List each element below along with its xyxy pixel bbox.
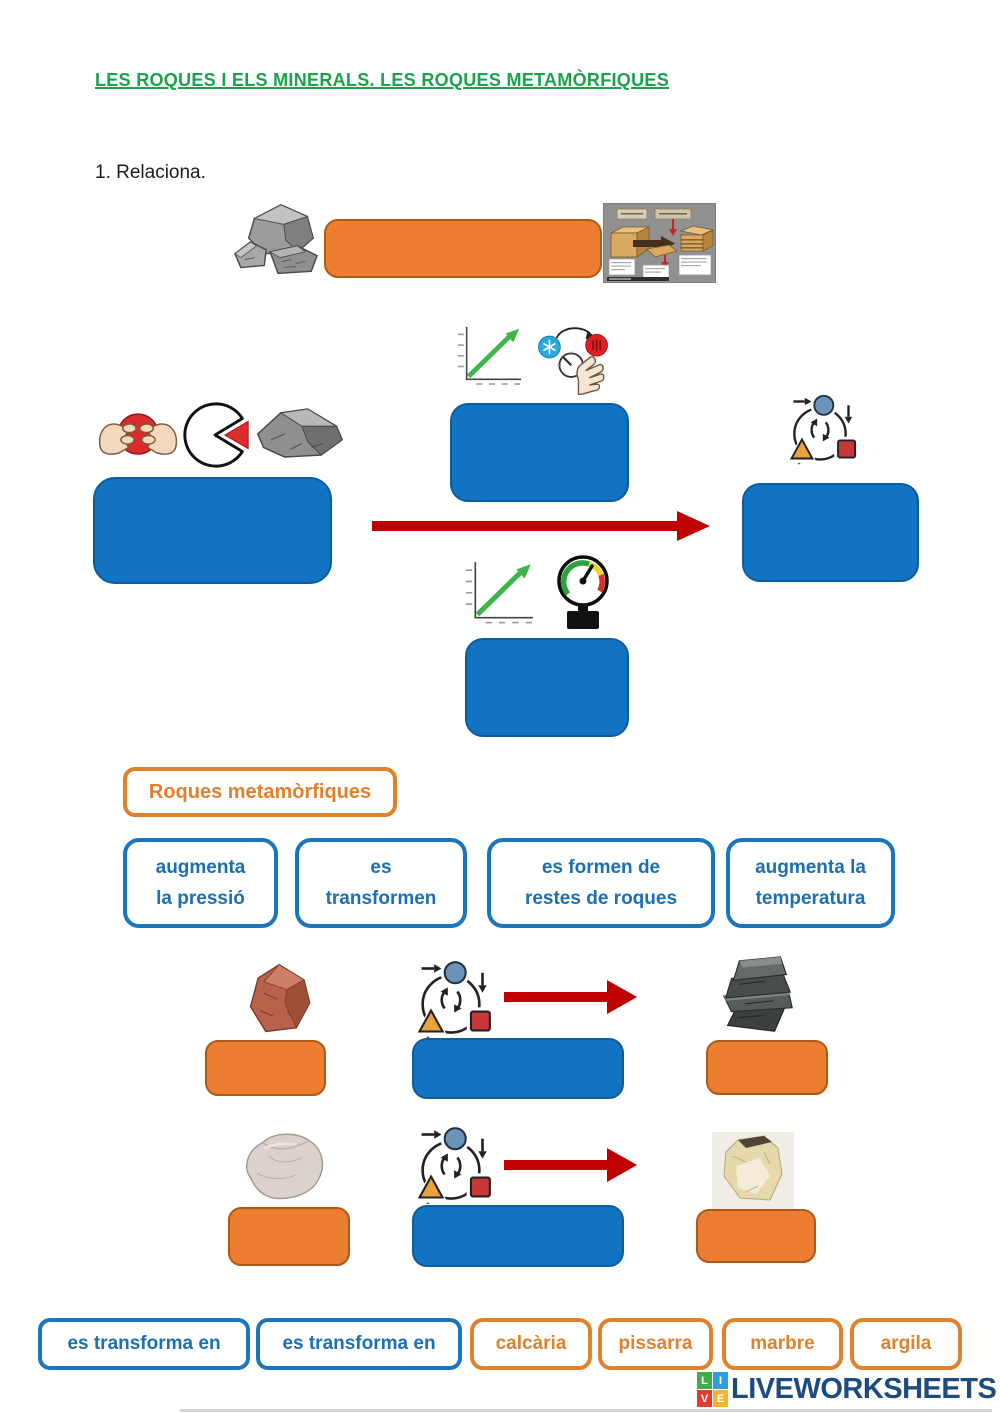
logo-tile-i: I (713, 1372, 728, 1389)
word-argila[interactable]: argila (850, 1318, 962, 1370)
increase-chart-icon-2 (466, 562, 533, 624)
transform-cycle-icon (786, 392, 858, 465)
red-arrow-row1 (504, 980, 637, 1014)
option-line: augmenta la (755, 856, 866, 878)
answer-box-limestone-name[interactable] (228, 1207, 350, 1266)
answer-box-slate-name[interactable] (706, 1040, 828, 1095)
answer-box-clay-transform[interactable] (412, 1038, 624, 1099)
answer-box-clay-name[interactable] (205, 1040, 326, 1096)
logo-tile-l: L (697, 1372, 712, 1389)
category-box-roques-metamorfiques[interactable]: Roques metamòrfiques (123, 767, 397, 817)
option-line: restes de roques (524, 888, 678, 909)
option-es-transformen[interactable]: es transformen (295, 838, 467, 928)
answer-box-transform-icon[interactable] (742, 483, 919, 582)
word-es-transforma-en-1[interactable]: es transforma en (38, 1318, 250, 1370)
marble-rock-image (712, 1132, 794, 1212)
word-label: es transforma en (67, 1333, 221, 1355)
red-arrow-row2 (504, 1148, 637, 1182)
word-es-transforma-en-2[interactable]: es transforma en (256, 1318, 462, 1370)
word-label: es transforma en (282, 1333, 436, 1355)
logo-tile-v: V (697, 1390, 712, 1407)
page-title: LES ROQUES I ELS MINERALS. LES ROQUES ME… (95, 70, 670, 90)
word-label: argila (880, 1333, 932, 1354)
page-edge-artifact (180, 1409, 992, 1412)
squeeze-pressure-icon (98, 413, 178, 455)
option-augmenta-la-temperatura[interactable]: augmenta la temperatura (726, 838, 895, 928)
red-arrow-main (372, 511, 710, 541)
category-label: Roques metamòrfiques (148, 780, 372, 803)
option-line: transformen (325, 888, 437, 909)
option-line: es formen de (541, 856, 661, 878)
temperature-dial-icon (538, 327, 608, 395)
word-calcaria[interactable]: calcària (470, 1318, 592, 1370)
answer-box-rock-definition[interactable] (324, 219, 602, 278)
word-label: calcària (495, 1333, 567, 1354)
exercise-label: 1. Relaciona. (95, 162, 206, 183)
option-line: la pressió (156, 888, 245, 909)
gray-rock-image (256, 408, 344, 458)
foliation-diagram-image (603, 203, 716, 283)
transform-cycle-icon-2 (414, 958, 493, 1038)
option-line: es (370, 856, 392, 878)
option-line: augmenta (155, 856, 246, 878)
answer-box-temperature-icons[interactable] (450, 403, 629, 502)
liveworksheets-logo-text: LIVEWORKSHEETS (731, 1373, 997, 1405)
option-line: temperatura (755, 888, 866, 909)
increase-chart-icon (457, 326, 522, 385)
option-es-formen-de-restes[interactable]: es formen de restes de roques (487, 838, 715, 928)
option-augmenta-la-pressio[interactable]: augmenta la pressió (123, 838, 278, 928)
limestone-rock-image (246, 1133, 324, 1200)
answer-box-limestone-transform[interactable] (412, 1205, 624, 1267)
pacman-wedge-icon (183, 402, 249, 468)
liveworksheets-logo-icon: L I V E (697, 1372, 728, 1407)
word-label: pissarra (618, 1333, 693, 1354)
slate-rock-image (722, 956, 793, 1032)
answer-box-pressure-icons[interactable] (93, 477, 332, 584)
logo-tile-e: E (713, 1390, 728, 1407)
answer-box-marble-name[interactable] (696, 1209, 816, 1263)
answer-box-gauge-icons[interactable] (465, 638, 629, 737)
gray-rock-pile-image (234, 204, 319, 275)
word-pissarra[interactable]: pissarra (598, 1318, 713, 1370)
clay-rock-image (249, 963, 311, 1033)
word-marbre[interactable]: marbre (722, 1318, 843, 1370)
pressure-gauge-icon (557, 555, 609, 629)
transform-cycle-icon-3 (414, 1124, 493, 1204)
liveworksheets-logo: L I V E LIVEWORKSHEETS (697, 1372, 997, 1407)
word-label: marbre (750, 1333, 815, 1354)
